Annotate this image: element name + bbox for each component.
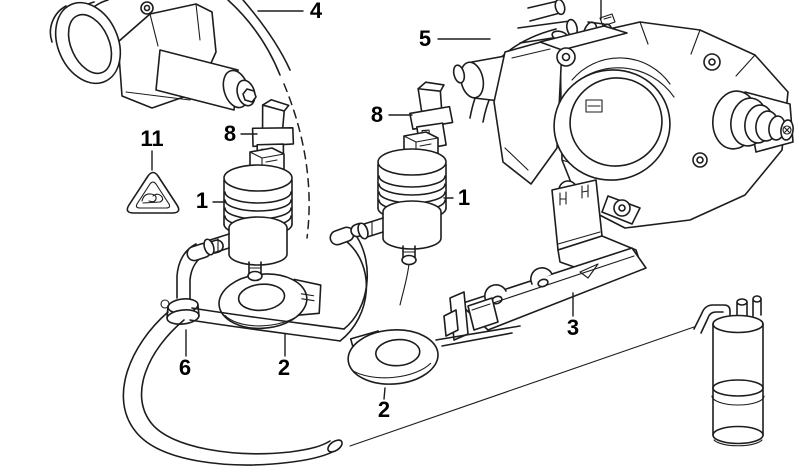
- leader-valve-to-ring: [399, 263, 410, 306]
- callout-1-left[interactable]: 1: [195, 188, 209, 213]
- hose-4: [227, 0, 310, 239]
- canister-pointer-line: [349, 326, 695, 447]
- callout-11[interactable]: 11: [140, 126, 164, 151]
- throttle-body-left: [49, 0, 257, 111]
- ring-holder-2b: [347, 329, 439, 385]
- idle-valve-1-right: [355, 131, 447, 266]
- callout-6[interactable]: 6: [178, 355, 192, 380]
- callout-3[interactable]: 3: [566, 315, 580, 340]
- hose-elbow-and-6: [122, 236, 368, 466]
- bracket-3: [435, 179, 647, 347]
- ring-holder-2a: [218, 273, 322, 330]
- connector-8-right: [409, 81, 454, 151]
- canister: [693, 295, 765, 447]
- callout-leader-lines: [151, 10, 574, 400]
- hose-end-stubs: [517, 0, 579, 44]
- callout-1-right[interactable]: 1: [457, 185, 471, 210]
- callout-5[interactable]: 5: [418, 26, 432, 51]
- callout-8-left[interactable]: 8: [223, 121, 237, 146]
- callout-8-right[interactable]: 8: [370, 102, 384, 127]
- throttle-body-right: [452, 21, 794, 229]
- callout-2-left[interactable]: 2: [277, 355, 291, 380]
- idle-valve-1-left: [201, 147, 293, 282]
- warning-triangle-icon: [126, 171, 180, 214]
- callout-4[interactable]: 4: [309, 0, 323, 23]
- callout-2-right[interactable]: 2: [377, 397, 391, 422]
